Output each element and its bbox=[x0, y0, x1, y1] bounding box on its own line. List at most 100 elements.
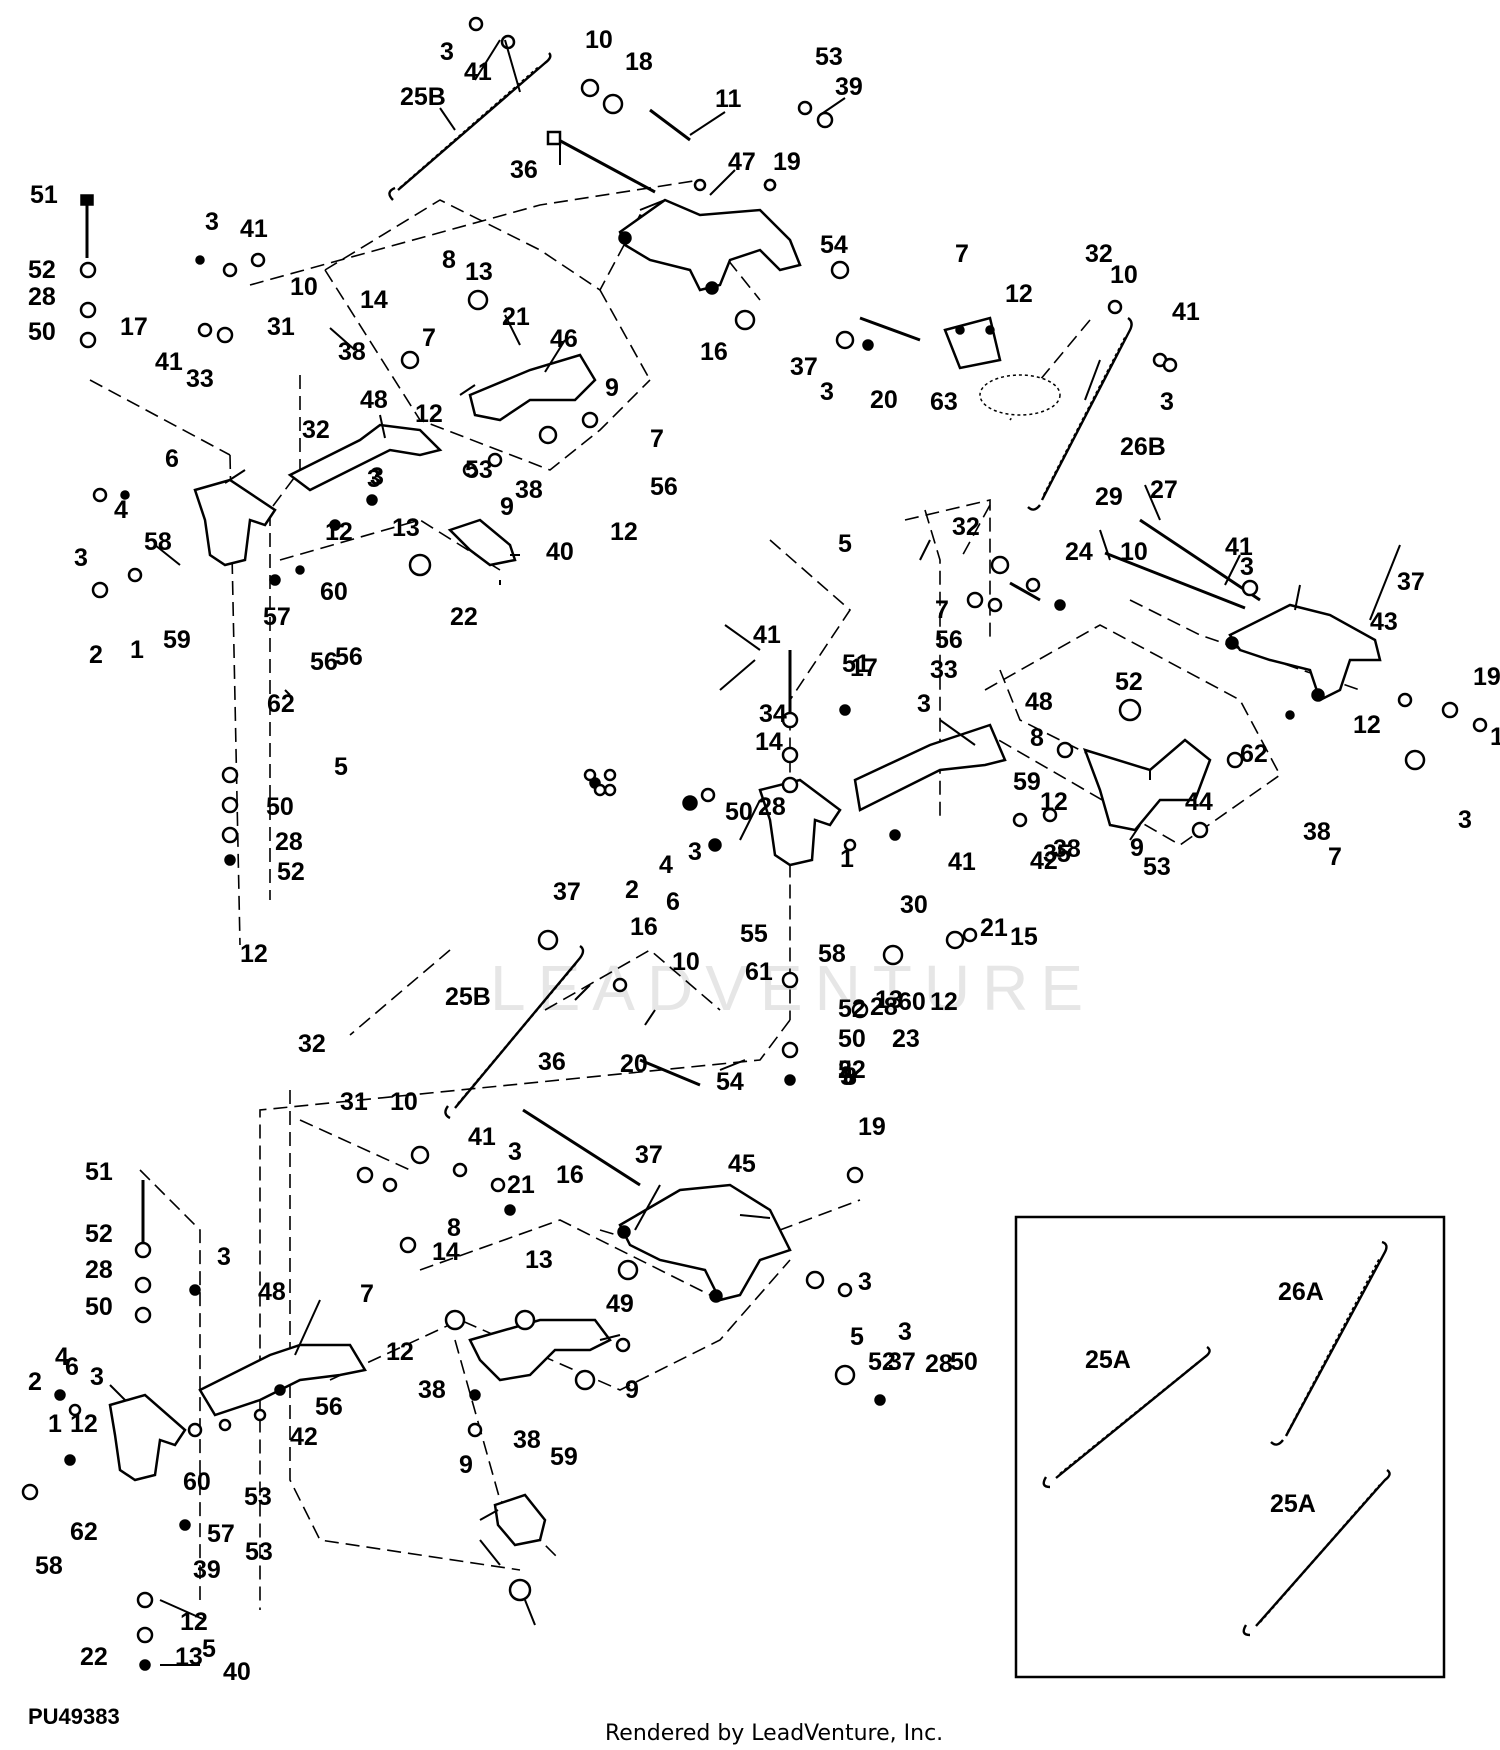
callout-41: 41 bbox=[1172, 298, 1200, 326]
callout-5: 5 bbox=[334, 753, 348, 781]
latch-6-top bbox=[193, 478, 277, 567]
callout-60: 60 bbox=[898, 988, 926, 1016]
callout-34: 34 bbox=[759, 700, 787, 728]
callout-26B: 26B bbox=[1120, 433, 1166, 461]
callout-56: 56 bbox=[335, 643, 363, 671]
callout-3: 3 bbox=[1458, 806, 1472, 834]
callout-37: 37 bbox=[635, 1141, 663, 1169]
callout-23: 23 bbox=[892, 1025, 920, 1053]
callout-10: 10 bbox=[672, 948, 700, 976]
callout-12: 12 bbox=[415, 400, 443, 428]
callout-56: 56 bbox=[935, 626, 963, 654]
callout-5: 5 bbox=[202, 1635, 216, 1663]
callout-13: 13 bbox=[525, 1246, 553, 1274]
callout-12: 12 bbox=[70, 1410, 98, 1438]
callout-32: 32 bbox=[1085, 240, 1113, 268]
callout-2: 2 bbox=[89, 641, 103, 669]
callout-62: 62 bbox=[1240, 740, 1268, 768]
callout-38: 38 bbox=[338, 338, 366, 366]
callout-57: 57 bbox=[207, 1520, 235, 1548]
callout-3: 3 bbox=[367, 465, 381, 493]
spring-26a bbox=[1270, 1240, 1388, 1446]
callout-37: 37 bbox=[553, 878, 581, 906]
callout-41: 41 bbox=[948, 848, 976, 876]
callout-28: 28 bbox=[925, 1350, 953, 1378]
callout-16: 16 bbox=[700, 338, 728, 366]
callout-16: 16 bbox=[630, 913, 658, 941]
callout-13: 13 bbox=[175, 1643, 203, 1671]
fasteners bbox=[21, 16, 1488, 1671]
callout-53: 53 bbox=[244, 1483, 272, 1511]
callout-38: 38 bbox=[515, 476, 543, 504]
callout-54: 54 bbox=[820, 231, 848, 259]
callout-59: 59 bbox=[550, 1443, 578, 1471]
callout-5: 5 bbox=[838, 530, 852, 558]
callout-62: 62 bbox=[267, 690, 295, 718]
callout-41: 41 bbox=[155, 348, 183, 376]
callout-50: 50 bbox=[85, 1293, 113, 1321]
render-credit: Rendered by LeadVenture, Inc. bbox=[605, 1721, 943, 1746]
callout-24: 24 bbox=[1065, 538, 1093, 566]
callout-36: 36 bbox=[510, 156, 538, 184]
callout-15: 15 bbox=[1010, 923, 1038, 951]
callout-12: 12 bbox=[386, 1338, 414, 1366]
callout-58: 58 bbox=[144, 528, 172, 556]
inset-box: 26A 25A 25A bbox=[1014, 1215, 1446, 1679]
springs bbox=[388, 52, 1133, 1120]
callout-7: 7 bbox=[422, 324, 436, 352]
callout-21: 21 bbox=[507, 1171, 535, 1199]
callout-38: 38 bbox=[1053, 835, 1081, 863]
callout-8: 8 bbox=[447, 1214, 461, 1242]
callout-25B: 25B bbox=[400, 83, 446, 111]
shafts bbox=[80, 108, 1261, 1245]
callout-7: 7 bbox=[1328, 843, 1342, 871]
callout-18: 18 bbox=[625, 48, 653, 76]
callout-12: 12 bbox=[240, 940, 268, 968]
callout-14: 14 bbox=[755, 728, 783, 756]
callout-55: 55 bbox=[740, 920, 768, 948]
callout-12: 12 bbox=[1005, 280, 1033, 308]
callout-46: 46 bbox=[550, 325, 578, 353]
callout-50: 50 bbox=[838, 1025, 866, 1053]
callout-8: 8 bbox=[1030, 724, 1044, 752]
callout-38: 38 bbox=[513, 1426, 541, 1454]
callout-27: 27 bbox=[1150, 476, 1178, 504]
callout-48: 48 bbox=[1025, 688, 1053, 716]
arm-48-middle bbox=[853, 723, 1007, 812]
callout-12: 12 bbox=[610, 518, 638, 546]
callout-53: 53 bbox=[1143, 853, 1171, 881]
callout-52: 52 bbox=[277, 858, 305, 886]
callout-3: 3 bbox=[370, 463, 384, 491]
callout-40: 40 bbox=[546, 538, 574, 566]
callout-44: 44 bbox=[1185, 788, 1213, 816]
parts bbox=[21, 16, 1488, 1671]
callout-4: 4 bbox=[114, 496, 128, 524]
callout-22: 22 bbox=[450, 603, 478, 631]
callout-20: 20 bbox=[620, 1050, 648, 1078]
callout-10: 10 bbox=[585, 26, 613, 54]
callout-7: 7 bbox=[360, 1280, 374, 1308]
callout-12: 12 bbox=[325, 518, 353, 546]
callout-3: 3 bbox=[858, 1268, 872, 1296]
callout-3: 3 bbox=[205, 208, 219, 236]
callout-10: 10 bbox=[1120, 538, 1148, 566]
callout-22: 22 bbox=[838, 1056, 866, 1084]
callout-8: 8 bbox=[843, 1063, 857, 1091]
callout-6: 6 bbox=[165, 445, 179, 473]
callout-38: 38 bbox=[418, 1376, 446, 1404]
callout-3: 3 bbox=[898, 1318, 912, 1346]
callout-41: 41 bbox=[240, 215, 268, 243]
callout-5: 5 bbox=[850, 1323, 864, 1351]
callout-31: 31 bbox=[340, 1088, 368, 1116]
callout-6: 6 bbox=[666, 888, 680, 916]
callout-10: 10 bbox=[290, 273, 318, 301]
callout-3: 3 bbox=[90, 1363, 104, 1391]
callout-60: 60 bbox=[320, 578, 348, 606]
latch-6-middle bbox=[758, 778, 842, 867]
callout-5: 5 bbox=[840, 1063, 854, 1091]
callout-60: 60 bbox=[183, 1468, 211, 1496]
callout-47: 47 bbox=[728, 148, 756, 176]
callout-62: 62 bbox=[70, 1518, 98, 1546]
callout-16: 16 bbox=[556, 1161, 584, 1189]
